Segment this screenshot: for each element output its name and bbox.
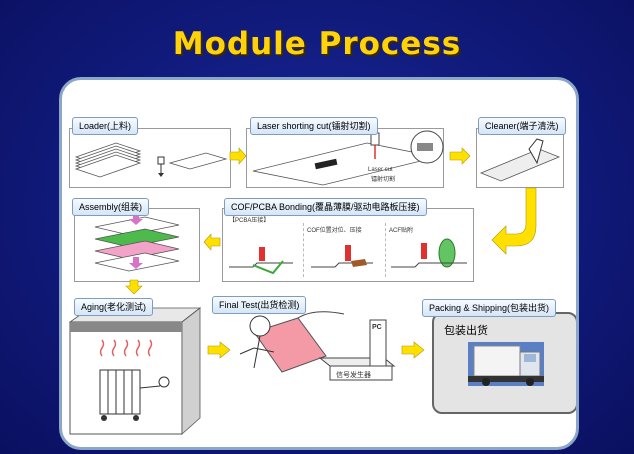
cof-box: 【PCBA压接】 COF位置对位、压接 ACF贴附 bbox=[222, 208, 474, 282]
arrow-loader-laser bbox=[229, 147, 247, 165]
arrow-assembly-aging bbox=[125, 279, 143, 295]
laser-illustration bbox=[252, 130, 444, 186]
arrow-final-packing bbox=[401, 341, 425, 359]
cleaner-illustration bbox=[479, 138, 561, 182]
process-panel: Loader(上料) Laser cut 镭射切割 Laser shorting… bbox=[59, 77, 579, 450]
page-title: Module Process bbox=[172, 26, 462, 62]
loader-illustration bbox=[74, 142, 228, 178]
cof-tag: COF/PCBA Bonding(覆晶薄膜/驱动电路板压接) bbox=[224, 198, 427, 216]
arrow-cleaner-cof bbox=[491, 187, 537, 255]
arrow-laser-cleaner bbox=[449, 147, 471, 165]
cof-illustration bbox=[229, 238, 467, 275]
assembly-illustration bbox=[94, 211, 180, 272]
packing-box: 包装出货 bbox=[432, 312, 576, 414]
loader-box bbox=[69, 128, 231, 188]
final-box: PC 信号发生器 bbox=[234, 308, 396, 384]
laser-note-2: 镭射切割 bbox=[371, 177, 396, 183]
cleaner-tag: Cleaner(端子清洗) bbox=[478, 117, 566, 135]
final-illustration bbox=[239, 311, 396, 381]
arrow-cof-assembly bbox=[203, 233, 221, 251]
cof-sub-1: 【PCBA压接】 bbox=[229, 218, 270, 224]
laser-note-1: Laser cut bbox=[368, 167, 393, 173]
aging-tag: Aging(老化测试) bbox=[74, 298, 154, 316]
final-gen-label: 信号发生器 bbox=[336, 372, 371, 379]
cof-divider-2 bbox=[385, 223, 386, 277]
laser-tag: Laser shorting cut(镭射切割) bbox=[250, 117, 378, 135]
arrow-aging-final bbox=[207, 341, 231, 359]
packing-tag: Packing & Shipping(包装出货) bbox=[422, 299, 557, 317]
truck-icon bbox=[468, 342, 544, 386]
assembly-box bbox=[74, 208, 200, 282]
cof-sub-3: ACF贴附 bbox=[389, 228, 414, 234]
assembly-tag: Assembly(组装) bbox=[72, 198, 150, 216]
cof-divider-1 bbox=[303, 223, 304, 277]
laser-box: Laser cut 镭射切割 bbox=[246, 128, 444, 188]
cof-sub-2: COF位置对位、压接 bbox=[307, 228, 362, 234]
final-pc-label: PC bbox=[372, 324, 382, 331]
loader-tag: Loader(上料) bbox=[72, 117, 139, 135]
aging-illustration bbox=[68, 307, 202, 435]
final-tag: Final Test(出货检测) bbox=[212, 296, 307, 314]
packing-label: 包装出货 bbox=[444, 325, 488, 337]
cleaner-box bbox=[476, 128, 564, 188]
aging-box bbox=[64, 307, 204, 440]
